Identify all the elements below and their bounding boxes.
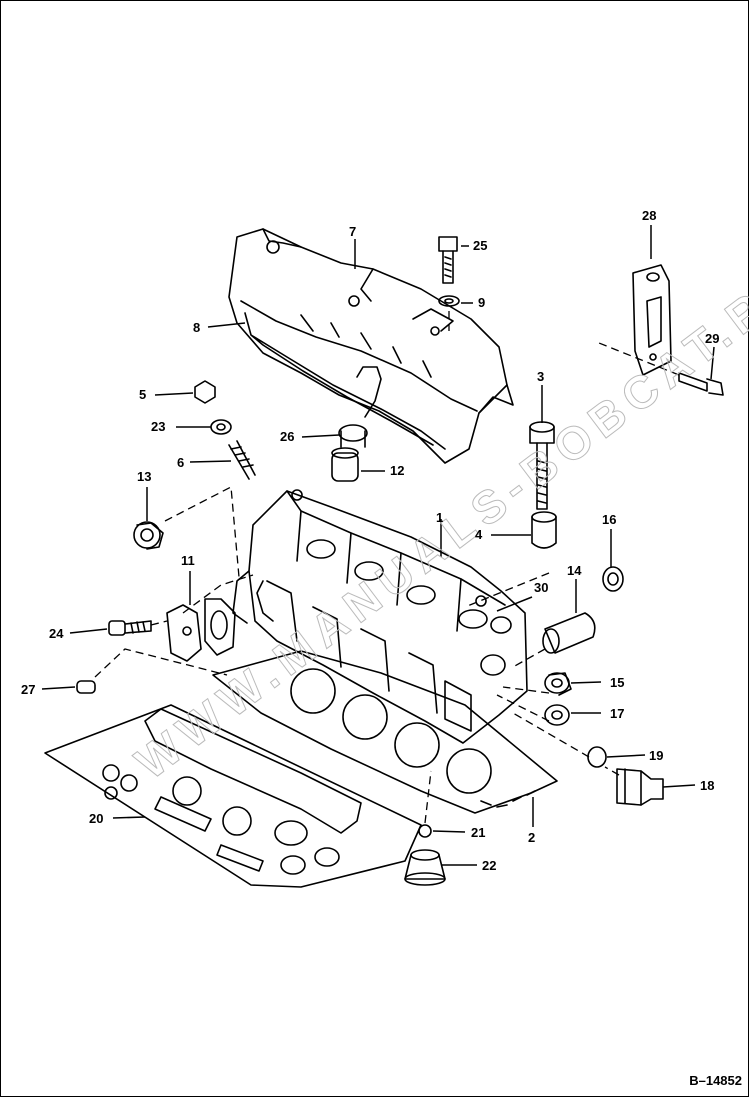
washer-19 [587,746,607,768]
part-5-label: 5 [139,387,147,402]
part-24-label: 24 [49,626,64,641]
part-25-label: 25 [473,238,488,253]
part-7-label: 7 [349,224,357,239]
part-20-label: 20 [89,811,104,826]
cap-22 [404,849,446,886]
part-4-label: 4 [475,527,483,542]
bushing-13 [133,521,164,550]
part-9-label: 9 [478,295,486,310]
ring-16 [602,566,624,592]
part-3-label: 3 [537,369,545,384]
sleeve-14 [542,612,596,654]
bushing-15 [544,672,572,696]
part-19-label: 19 [649,748,664,763]
bolt-25 [438,236,460,307]
part-1-label: 1 [436,510,444,525]
bolt-29 [678,372,724,396]
oil-filler-cap [331,366,382,482]
part-13-label: 13 [137,469,152,484]
head-gasket [212,650,558,814]
part-21-label: 21 [471,825,486,840]
part-11-label: 11 [181,553,195,568]
part-27-label: 27 [21,682,36,697]
part-26-label: 26 [280,429,295,444]
part-12-label: 12 [390,463,405,478]
thermostat-housing [166,598,236,662]
o-ring-21 [418,824,432,838]
lifting-bracket [632,264,672,376]
part-16-label: 16 [602,512,617,527]
bolt-3 [529,421,557,549]
part-15-label: 15 [610,675,625,690]
figure-id: B–14852 [689,1073,742,1088]
part-23-label: 23 [151,419,166,434]
sensor-18 [616,768,664,806]
valve-cover-gasket [244,312,446,450]
part-17-label: 17 [610,706,625,721]
part-22-label: 22 [482,858,497,873]
part-8-label: 8 [193,320,201,335]
part-30-label: 30 [534,580,549,595]
part-2-label: 2 [528,830,536,845]
bolt-24 [108,620,152,636]
part-29-label: 29 [705,331,720,346]
valve-cover [228,228,514,464]
part-6-label: 6 [177,455,185,470]
plug-27 [76,680,96,694]
part-18-label: 18 [700,778,715,793]
part-14-label: 14 [567,563,582,578]
nut-washer-stud [194,380,256,480]
gasket-set [44,704,422,888]
part-28-label: 28 [642,208,657,223]
bushing-17 [544,704,570,726]
cylinder-head [232,489,528,744]
